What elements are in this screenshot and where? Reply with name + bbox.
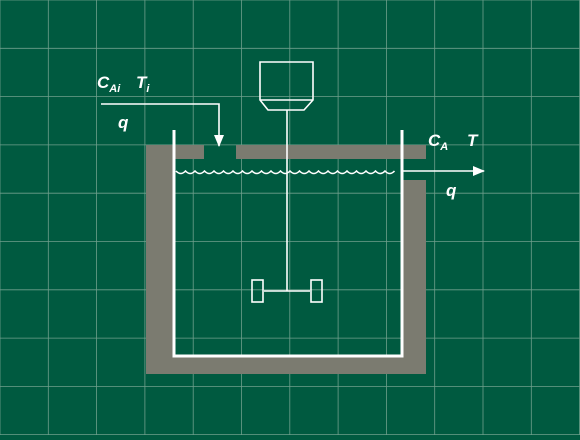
inlet-stream-arrow: [101, 103, 224, 147]
liquid-surface: [175, 169, 396, 175]
reactor-jacket: [146, 145, 426, 374]
outlet-temperature-label: T: [467, 131, 479, 150]
inlet-temperature-label: Ti: [136, 73, 150, 95]
jacket-left-wall: [146, 159, 174, 374]
impeller: [251, 279, 323, 303]
inlet-flow-label: q: [118, 113, 129, 132]
outlet-flow-label: q: [446, 181, 457, 200]
jacket-bottom: [174, 356, 426, 374]
jacket-right-wall: [402, 180, 426, 356]
reactor-vessel: [172, 130, 404, 358]
stirrer-motor: [259, 61, 314, 111]
vessel-wall: [172, 130, 404, 358]
jacket-top-right: [236, 145, 426, 159]
inlet-concentration-label: CAi: [97, 73, 121, 95]
outlet-concentration-label: CA: [428, 131, 448, 153]
